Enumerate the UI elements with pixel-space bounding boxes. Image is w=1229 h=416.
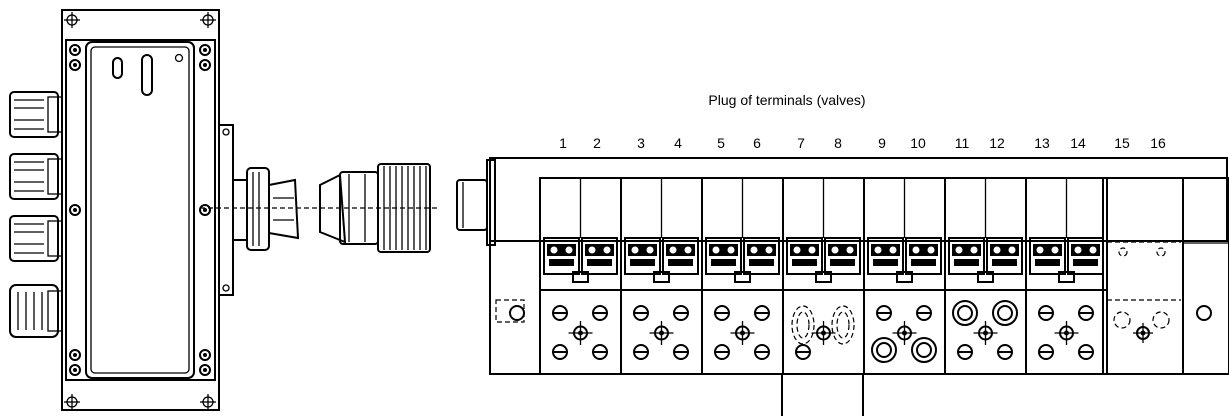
terminal-number: 14 (1070, 135, 1086, 151)
valve-module (1025, 177, 1108, 375)
valve-module (863, 177, 946, 375)
terminal-number: 6 (753, 135, 761, 151)
terminal-number: 7 (797, 135, 805, 151)
terminal-number: 13 (1034, 135, 1050, 151)
cable-gland-icon (9, 91, 63, 338)
terminal-number: 9 (878, 135, 886, 151)
terminal-number: 3 (637, 135, 645, 151)
blank-plate (1102, 177, 1184, 375)
terminal-number: 16 (1150, 135, 1166, 151)
terminal-number: 5 (717, 135, 725, 151)
diagram-title: Plug of terminals (valves) (708, 92, 865, 108)
terminal-number: 2 (593, 135, 601, 151)
terminal-number: 4 (674, 135, 682, 151)
inner-screw-icon (69, 44, 211, 376)
valve-module (620, 177, 703, 375)
valve-module (701, 177, 784, 375)
box-connector-icon (232, 167, 300, 251)
valve-modules (539, 177, 1108, 375)
terminal-number: 1 (559, 135, 567, 151)
terminal-number: 15 (1114, 135, 1130, 151)
corner-screw-icon (64, 12, 216, 410)
valve-module (539, 177, 622, 375)
valve-module (782, 177, 865, 375)
terminal-number: 10 (910, 135, 926, 151)
terminal-number: 12 (989, 135, 1005, 151)
valve-module (944, 177, 1027, 375)
terminal-number: 11 (955, 135, 970, 151)
terminal-number: 8 (834, 135, 842, 151)
junction-box (9, 9, 300, 411)
valve-manifold (456, 157, 1229, 375)
